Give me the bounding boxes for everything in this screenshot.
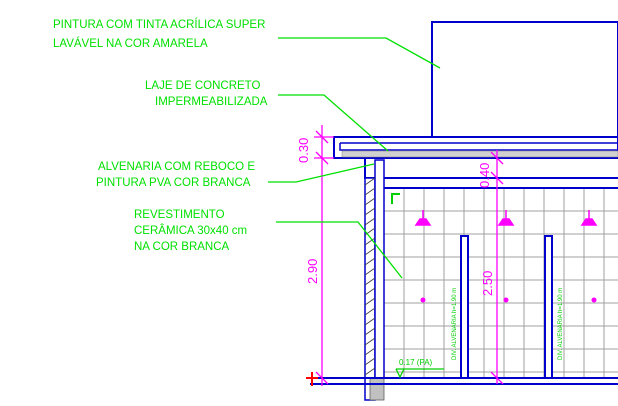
note-tile-line3: NA COR BRANCA	[134, 241, 230, 253]
note-slab-line1: LAJE DE CONCRETO	[145, 80, 261, 92]
roof-slab	[333, 136, 618, 159]
dim-slab: 0.30	[296, 138, 311, 163]
note-masonry-line2: PINTURA PVA COR BRANCA	[96, 177, 251, 189]
level-marker	[395, 368, 444, 379]
left-wall	[364, 159, 385, 401]
section-marker	[391, 193, 400, 204]
axis-tick	[306, 372, 318, 386]
partition-label-left: DIV. ALVENARIA h=1.90 m	[452, 288, 458, 360]
note-paint-line1: PINTURA COM TINTA ACRÍLICA SUPER	[53, 18, 265, 31]
dimension-lines	[314, 125, 504, 386]
note-slab-line2: IMPERMEABILIZADA	[155, 96, 268, 108]
partitions	[460, 235, 553, 379]
note-tile-line2: CERÂMICA 30x40 cm	[134, 224, 247, 237]
note-tile-line1: REVESTIMENTO	[134, 209, 225, 221]
leader-lines	[268, 37, 441, 279]
dim-beam: 0.40	[477, 163, 492, 188]
dim-partition-height: 2.50	[480, 271, 495, 296]
partition-label-right: DIV. ALVENARIA h=1.90 m	[558, 288, 564, 360]
floor-level-label: 0.17 (PA)	[399, 358, 433, 367]
note-masonry-line1: ALVENARIA COM REBOCO E	[98, 161, 255, 173]
outlet-points	[420, 297, 597, 303]
note-paint-line2: LAVÁVEL NA COR AMARELA	[53, 37, 208, 50]
shower-head-icon	[414, 210, 598, 226]
upper-volume	[431, 21, 618, 138]
tile-grid	[383, 187, 618, 378]
dim-wall-height: 2.90	[305, 259, 320, 284]
